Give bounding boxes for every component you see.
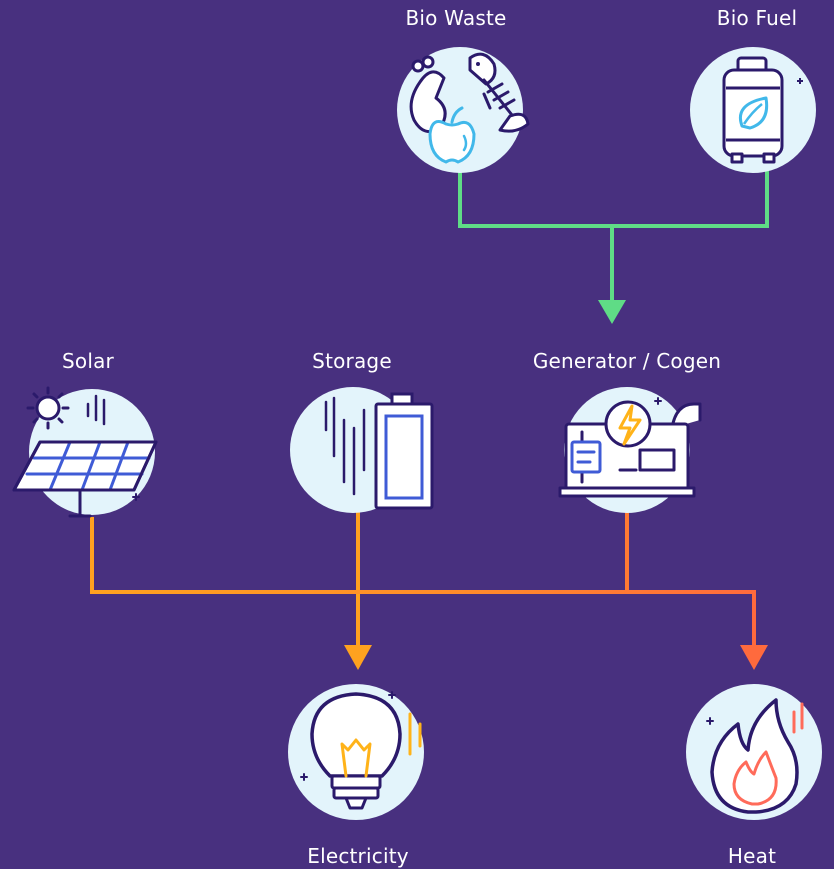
arrow-to-generator [598,300,626,324]
flame-icon [706,698,804,814]
battery-icon [324,392,434,510]
node-bio-fuel [690,47,816,173]
bio-waste-icon [409,52,530,164]
node-bio-waste [397,47,530,173]
light-bulb-icon [300,691,422,810]
bio-fuel-label: Bio Fuel [716,6,798,30]
bio-waste-label: Bio Waste [405,6,507,30]
generator-label: Generator / Cogen [532,349,722,373]
storage-label: Storage [312,349,392,373]
arrow-to-heat [740,645,768,670]
arrow-to-electricity [344,645,372,670]
electricity-label: Electricity [307,844,409,868]
node-storage [290,387,434,513]
solar-label: Solar [62,349,114,373]
node-heat [686,684,822,820]
generator-icon [558,397,702,498]
node-generator [558,387,702,513]
heat-label: Heat [727,844,777,868]
node-solar [12,386,158,518]
solar-panel-icon [12,386,158,518]
node-electricity [288,684,424,820]
green-connector [458,165,769,300]
orange-connector [90,512,756,645]
gas-tank-leaf-icon [722,56,803,164]
